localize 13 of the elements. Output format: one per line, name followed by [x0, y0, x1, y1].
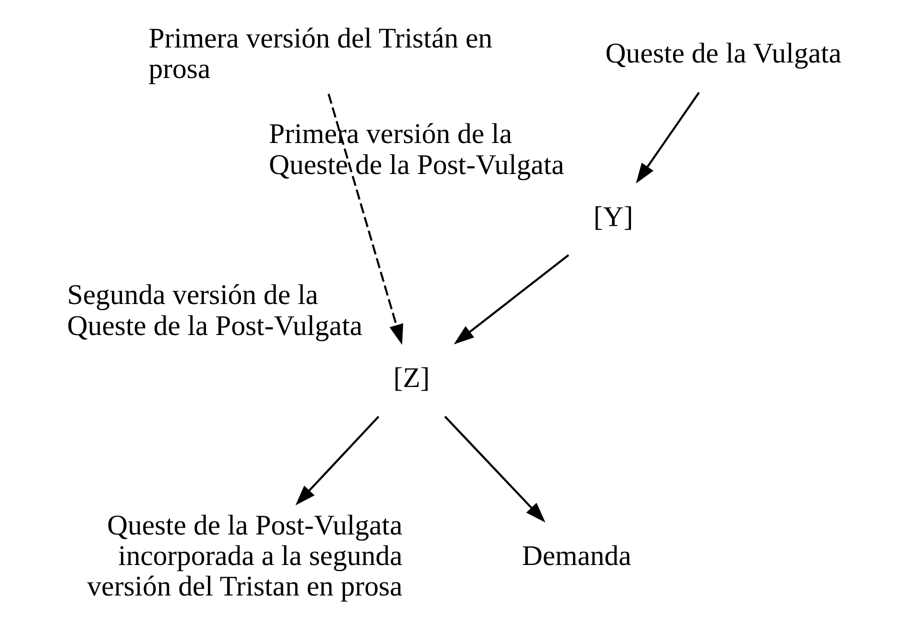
- node-text: Queste de la Post-Vulgata incorporada a la segunda versión del Tristan en prosa: [87, 510, 402, 603]
- node-label: Segunda versión de la Queste de la Post-Vulgata: [67, 280, 362, 342]
- node-text: [Y]: [594, 202, 634, 233]
- node-text: Primera versión del Tristán en prosa: [148, 23, 492, 85]
- arrow: [636, 92, 700, 184]
- arrow: [328, 94, 404, 345]
- arrow: [454, 254, 570, 344]
- node-text: Demanda: [522, 541, 632, 572]
- node-text: [Z]: [393, 362, 430, 394]
- arrow: [444, 416, 546, 523]
- arrow: [295, 416, 380, 506]
- node-text: Queste de la Vulgata: [605, 38, 842, 70]
- node-label: Primera versión de la Queste de la Post-Vulgata: [268, 119, 564, 181]
